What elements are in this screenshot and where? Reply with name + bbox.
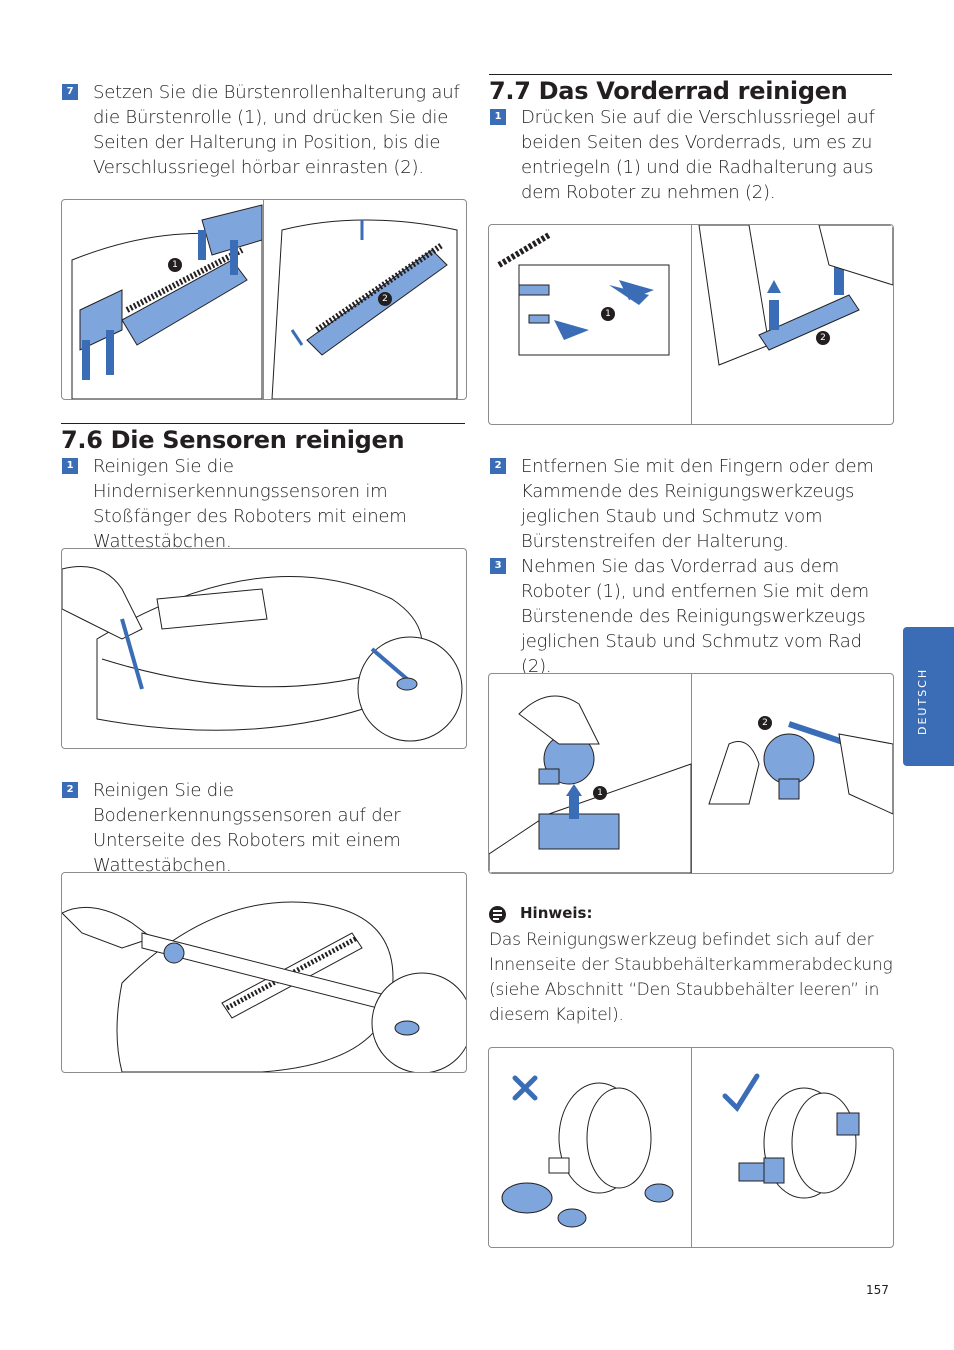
figure-front-wheel-clean: 1 2 — [488, 673, 894, 874]
step-number: 1 — [62, 458, 78, 474]
wheel-assembly-illustration — [501, 1073, 860, 1228]
language-tab: DEUTSCH — [903, 627, 954, 766]
brush-holder-illustration — [71, 204, 458, 399]
step-text: Reinigen Sie die Bodenerkennungssensoren… — [93, 780, 401, 876]
figure-brush-holder: 1 2 — [61, 199, 467, 400]
callout-1: 1 — [601, 307, 615, 321]
step-text: Reinigen Sie die Hinderniserkennungssens… — [93, 456, 407, 552]
step-number: 2 — [490, 458, 506, 474]
figure-wheel-assembly — [488, 1047, 894, 1248]
figure-obstacle-sensors — [61, 548, 467, 749]
callout-1: 1 — [168, 258, 182, 272]
wrong-icon — [512, 1075, 538, 1101]
obstacle-sensors-illustration — [62, 566, 463, 742]
section-7-6-title: 7.6 Die Sensoren reinigen — [61, 423, 465, 454]
step-text: Setzen Sie die Bürstenrollenhalterung au… — [93, 82, 460, 178]
note-title: Hinweis: — [520, 904, 593, 922]
front-wheel-release-illustration — [497, 225, 893, 366]
note-icon — [489, 906, 506, 923]
correct-icon — [722, 1073, 760, 1112]
section-7-7-title: 7.7 Das Vorderrad reinigen — [489, 74, 892, 105]
callout-1: 1 — [593, 786, 607, 800]
floor-sensors-illustration — [62, 901, 466, 1072]
callout-2: 2 — [758, 716, 772, 730]
step-text: Nehmen Sie das Vorderrad aus dem Roboter… — [521, 556, 869, 677]
figure-front-wheel-release: 1 2 — [488, 224, 894, 425]
step-number: 2 — [62, 782, 78, 798]
step-number: 3 — [490, 558, 506, 574]
language-tab-label: DEUTSCH — [916, 667, 929, 735]
callout-2: 2 — [816, 331, 830, 345]
figure-floor-sensors — [61, 872, 467, 1073]
step-text: Entfernen Sie mit den Fingern oder dem K… — [521, 456, 874, 552]
front-wheel-clean-illustration — [489, 695, 893, 873]
callout-2: 2 — [378, 292, 392, 306]
step-number: 1 — [490, 109, 506, 125]
note-text: Das Reinigungswerkzeug befindet sich auf… — [489, 930, 893, 1025]
step-number: 7 — [62, 84, 78, 100]
step-text: Drücken Sie auf die Verschlussriegel auf… — [521, 107, 875, 203]
page-number: 157 — [866, 1283, 889, 1297]
